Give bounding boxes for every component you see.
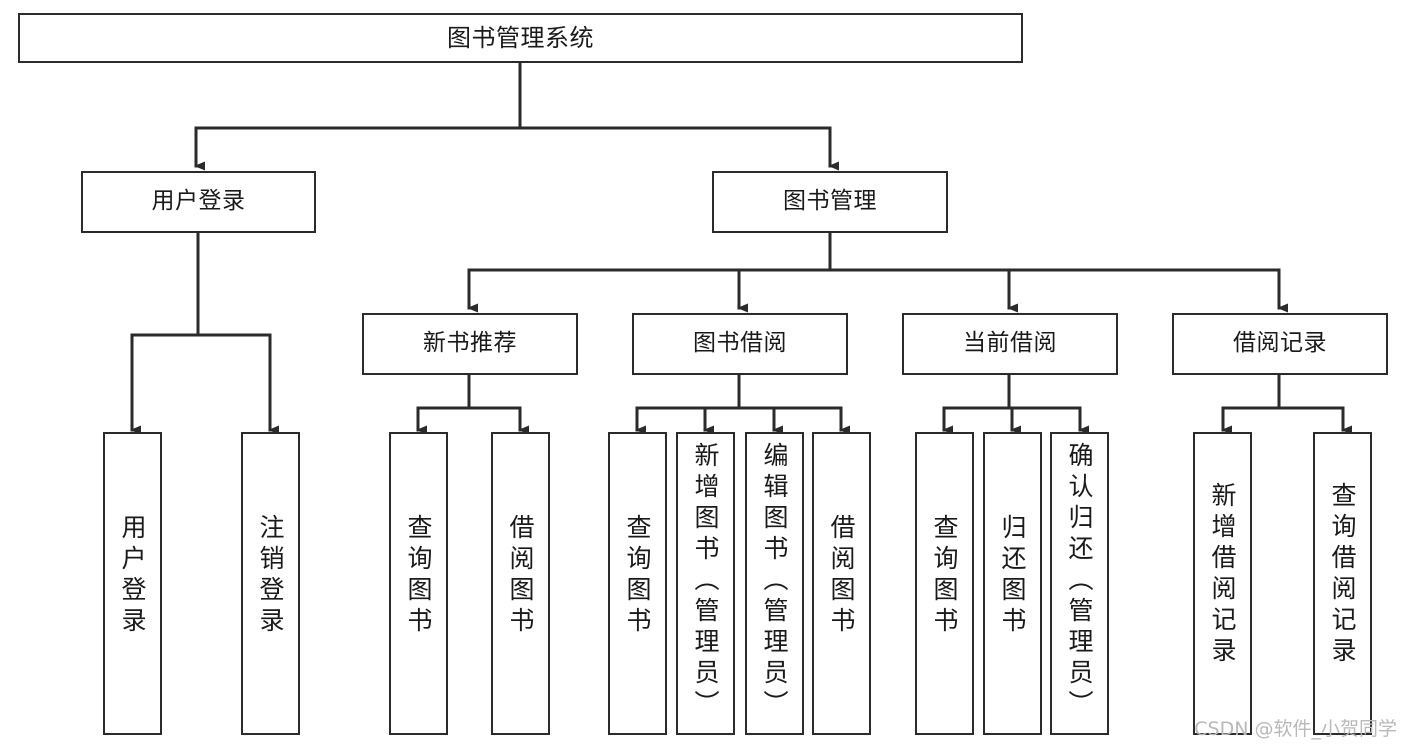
node-label: 编辑图书（管理员） [760, 442, 789, 721]
node-label: 用户登录 [118, 514, 147, 638]
leaf-new-book-query-book[interactable]: 查询图书 [389, 432, 448, 735]
node-label: 新增图书（管理员） [691, 442, 720, 721]
node-label: 新书推荐 [423, 330, 517, 357]
leaf-new-book-borrow-book[interactable]: 借阅图书 [491, 432, 550, 735]
node-label: 新增借阅记录 [1208, 482, 1237, 668]
node-label: 用户登录 [151, 188, 246, 215]
node-label: 图书管理系统 [447, 23, 594, 52]
leaf-borrow-query-book[interactable]: 查询图书 [608, 432, 667, 735]
leaf-record-query-record[interactable]: 查询借阅记录 [1313, 432, 1372, 735]
node-label: 图书借阅 [693, 330, 787, 357]
leaf-current-confirm-return-admin[interactable]: 确认归还（管理员） [1050, 432, 1109, 735]
leaf-borrow-edit-book-admin[interactable]: 编辑图书（管理员） [745, 432, 804, 735]
leaf-borrow-add-book-admin[interactable]: 新增图书（管理员） [676, 432, 735, 735]
node-label: 借阅图书 [506, 514, 535, 638]
leaf-current-query-book[interactable]: 查询图书 [915, 432, 974, 735]
node-label: 当前借阅 [963, 330, 1057, 357]
leaf-current-return-book[interactable]: 归还图书 [983, 432, 1042, 735]
watermark-csdn: CSDN @软件_小贺同学 [1194, 718, 1397, 740]
node-label: 图书管理 [783, 188, 877, 215]
node-new-book-recommend[interactable]: 新书推荐 [362, 313, 578, 375]
node-book-borrow[interactable]: 图书借阅 [632, 313, 848, 375]
leaf-user-login-login[interactable]: 用户登录 [103, 432, 162, 735]
node-label: 借阅记录 [1233, 330, 1327, 357]
node-book-management[interactable]: 图书管理 [712, 171, 948, 233]
node-borrow-record[interactable]: 借阅记录 [1172, 313, 1388, 375]
node-label: 查询图书 [930, 514, 959, 638]
leaf-user-login-logout[interactable]: 注销登录 [241, 432, 300, 735]
leaf-borrow-borrow-book[interactable]: 借阅图书 [812, 432, 871, 735]
node-current-borrow[interactable]: 当前借阅 [902, 313, 1118, 375]
leaf-record-add-record[interactable]: 新增借阅记录 [1193, 432, 1252, 735]
node-label: 确认归还（管理员） [1065, 442, 1094, 721]
node-label: 查询借阅记录 [1328, 482, 1357, 668]
node-label: 借阅图书 [827, 514, 856, 638]
node-user-login[interactable]: 用户登录 [81, 171, 316, 233]
node-label: 注销登录 [256, 514, 285, 638]
node-label: 查询图书 [404, 514, 433, 638]
node-label: 归还图书 [998, 514, 1027, 638]
node-book-management-system[interactable]: 图书管理系统 [18, 13, 1023, 63]
node-label: 查询图书 [623, 514, 652, 638]
